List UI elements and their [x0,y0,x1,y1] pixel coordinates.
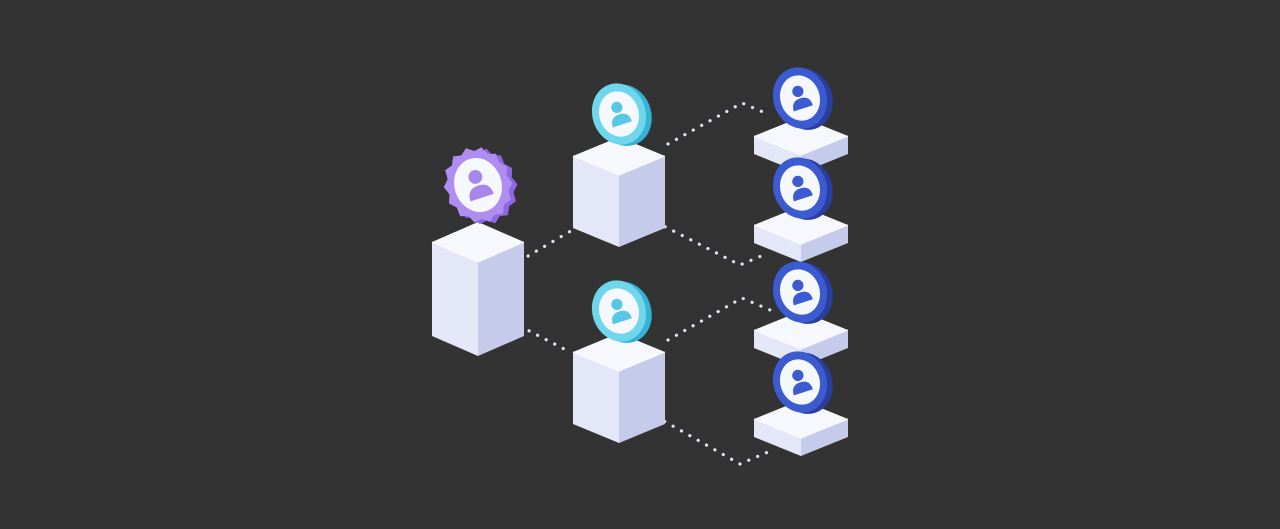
block-left-face [573,352,619,443]
node-tier2-d [753,351,849,456]
badge-root [443,147,518,225]
block-tier1-b [572,333,666,443]
block-edge-highlight [431,241,525,263]
person-icon [792,279,813,306]
block-edge-highlight [572,155,666,176]
badge-tier2-a [772,67,833,130]
block-edge-highlight [572,351,666,372]
person-icon [611,101,632,128]
block-root [431,222,525,356]
block-left-face [754,225,801,262]
block-tier2-b [753,206,849,262]
block-left-face [432,242,478,356]
block-right-face [801,419,848,456]
block-right-face [619,352,665,443]
person-icon [468,169,494,202]
node-tier1-b [572,280,666,443]
connector-tier1-a-to-tier2-a [666,101,772,146]
person-icon [611,298,632,325]
person-icon [792,85,813,112]
node-root [431,147,525,356]
badge-tier2-b [772,157,833,220]
block-right-face [478,242,524,356]
block-left-face [573,156,619,247]
person-icon [792,369,813,396]
connector-tier1-b-to-tier2-d [646,410,770,466]
block-edge-highlight [753,329,849,350]
block-edge-highlight [753,135,849,156]
node-tier1-a [572,83,666,247]
block-left-face [754,419,801,456]
block-tier2-d [753,400,849,456]
connector-tier1-b-to-tier2-c [666,296,772,342]
block-tier1-a [572,137,666,247]
block-edge-highlight [753,418,849,439]
node-tier2-b [753,157,849,262]
block-right-face [619,156,665,247]
block-edge-highlight [753,224,849,245]
nodes [431,67,849,456]
block-right-face [801,225,848,262]
badge-tier1-b [591,280,652,343]
badge-tier2-c [772,261,833,324]
person-icon [792,175,813,202]
badge-tier1-a [591,83,652,146]
badge-tier2-d [772,351,833,414]
